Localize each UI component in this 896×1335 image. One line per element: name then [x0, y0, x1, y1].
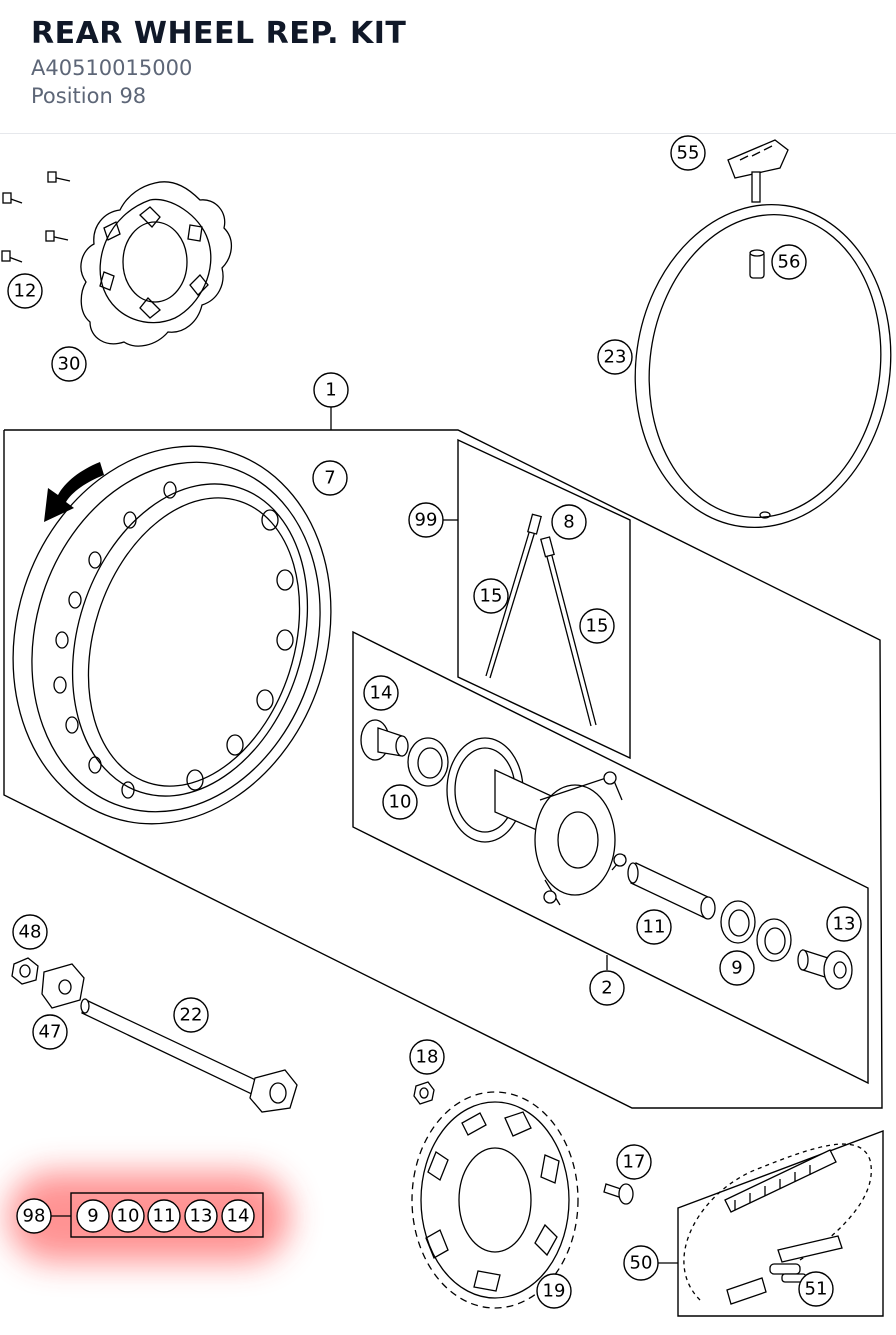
callout-13[interactable]: 13	[826, 906, 862, 942]
rim-lock-nut	[749, 249, 765, 279]
callout-8[interactable]: 8	[551, 504, 587, 540]
svg-text:23: 23	[604, 347, 627, 368]
svg-text:13: 13	[190, 1206, 213, 1227]
hub-spacer-right	[797, 949, 853, 990]
svg-text:14: 14	[227, 1206, 250, 1227]
kit-callout-13[interactable]: 13	[184, 1199, 218, 1233]
svg-text:9: 9	[731, 958, 742, 979]
svg-text:19: 19	[543, 1281, 566, 1302]
rim-tape	[634, 203, 892, 529]
callout-7[interactable]: 7	[312, 460, 348, 496]
callout-56[interactable]: 56	[771, 244, 807, 280]
callout-48[interactable]: 48	[12, 914, 48, 950]
hub	[446, 737, 627, 906]
svg-text:14: 14	[370, 683, 393, 704]
svg-text:51: 51	[805, 1279, 828, 1300]
svg-text:15: 15	[586, 616, 609, 637]
distance-sleeve	[627, 862, 716, 920]
callout-1[interactable]: 1	[313, 372, 349, 408]
svg-text:50: 50	[630, 1253, 653, 1274]
sprocket-nut	[413, 1081, 435, 1105]
svg-text:48: 48	[19, 922, 42, 943]
callout-18[interactable]: 18	[409, 1039, 445, 1075]
axle-nut	[11, 957, 39, 985]
callout-12[interactable]: 12	[7, 273, 43, 309]
callout-55[interactable]: 55	[670, 135, 706, 171]
svg-text:30: 30	[58, 354, 81, 375]
svg-text:12: 12	[14, 281, 37, 302]
page-header: REAR WHEEL REP. KIT A40510015000 Positio…	[0, 0, 896, 134]
svg-text:13: 13	[833, 914, 856, 935]
svg-text:11: 11	[643, 917, 666, 938]
callout-98[interactable]: 98	[16, 1198, 52, 1234]
svg-text:10: 10	[117, 1206, 140, 1227]
callout-19[interactable]: 19	[536, 1273, 572, 1309]
callout-17[interactable]: 17	[616, 1144, 652, 1180]
spokes	[485, 513, 597, 727]
leader-lines	[50, 407, 678, 1264]
svg-text:1: 1	[325, 380, 336, 401]
assembly-frames	[3, 429, 884, 1317]
sprocket	[411, 1091, 579, 1309]
callout-14[interactable]: 14	[363, 675, 399, 711]
callout-9[interactable]: 9	[719, 950, 755, 986]
chain	[683, 1143, 872, 1305]
svg-text:9: 9	[87, 1206, 98, 1227]
svg-text:10: 10	[389, 792, 412, 813]
callout-10[interactable]: 10	[382, 784, 418, 820]
svg-text:7: 7	[324, 468, 335, 489]
exploded-parts-diagram: 55 56 12 30 23 1 7 99 8 15 15 14 10 11 1…	[1, 135, 892, 1317]
callout-23[interactable]: 23	[597, 339, 633, 375]
chain-joint	[769, 1263, 807, 1283]
rotation-arrow	[44, 462, 104, 522]
callout-2[interactable]: 2	[589, 970, 625, 1006]
svg-text:22: 22	[180, 1005, 203, 1026]
svg-text:17: 17	[623, 1152, 646, 1173]
bearing-left	[407, 737, 449, 787]
svg-text:15: 15	[480, 586, 503, 607]
hub-spacer-left	[360, 719, 409, 761]
callout-51[interactable]: 51	[798, 1271, 834, 1307]
svg-text:11: 11	[153, 1206, 176, 1227]
svg-text:99: 99	[415, 510, 438, 531]
chain-adjuster	[41, 963, 85, 1009]
rim	[12, 445, 332, 825]
brake-disc	[80, 181, 232, 347]
kit-callout-14[interactable]: 14	[221, 1199, 255, 1233]
callout-30[interactable]: 30	[51, 346, 87, 382]
callout-22[interactable]: 22	[173, 997, 209, 1033]
kit-callout-11[interactable]: 11	[147, 1199, 181, 1233]
callout-15-left[interactable]: 15	[473, 578, 509, 614]
disc-bolts	[1, 171, 71, 263]
callout-15-right[interactable]: 15	[579, 608, 615, 644]
callout-99[interactable]: 99	[408, 502, 444, 538]
bearings-right	[720, 900, 792, 962]
svg-text:2: 2	[601, 978, 612, 999]
svg-text:98: 98	[23, 1206, 46, 1227]
kit-callout-10[interactable]: 10	[111, 1199, 145, 1233]
part-number: A40510015000	[31, 56, 193, 80]
position-label: Position 98	[31, 84, 147, 108]
svg-text:8: 8	[563, 512, 574, 533]
svg-text:55: 55	[677, 143, 700, 164]
kit-callout-9[interactable]: 9	[76, 1199, 110, 1233]
sprocket-bolt	[603, 1183, 634, 1205]
callout-11[interactable]: 11	[636, 909, 672, 945]
svg-text:47: 47	[39, 1022, 62, 1043]
callout-47[interactable]: 47	[32, 1014, 68, 1050]
page-title: REAR WHEEL REP. KIT	[31, 16, 407, 51]
wheel-axle	[80, 998, 298, 1113]
svg-text:56: 56	[778, 252, 801, 273]
rim-lock	[727, 139, 789, 203]
callout-50[interactable]: 50	[623, 1245, 659, 1281]
svg-text:18: 18	[416, 1047, 439, 1068]
